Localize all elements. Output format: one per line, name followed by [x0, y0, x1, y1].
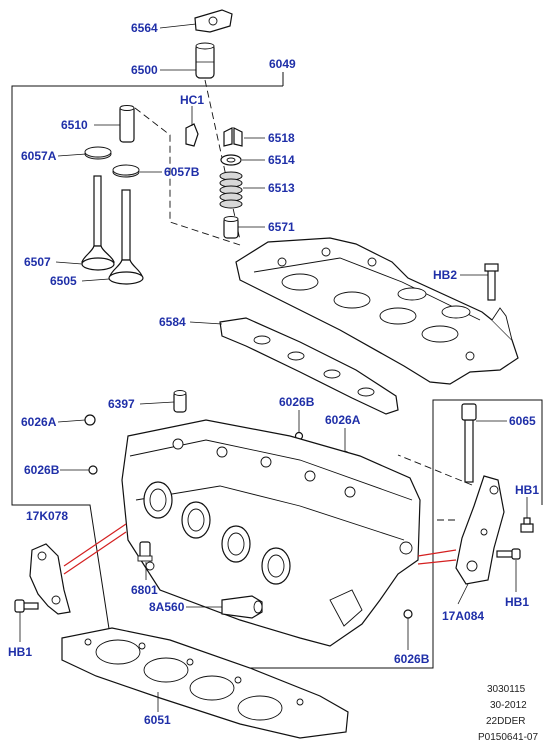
label-6397: 6397: [108, 397, 135, 411]
label-HC1: HC1: [180, 93, 204, 107]
label-6051: 6051: [144, 713, 171, 727]
label-6057B: 6057B: [164, 165, 200, 179]
valve-keepers-6518: [223, 127, 243, 147]
label-6564: 6564: [131, 21, 158, 35]
label-HB1-left: HB1: [8, 645, 32, 659]
label-6057A: 6057A: [21, 149, 57, 163]
label-6026B-bottom: 6026B: [394, 652, 430, 666]
head-gasket-6051: [61, 627, 349, 739]
label-8A560: 8A560: [149, 600, 185, 614]
callout-17K078-a: [63, 523, 127, 567]
label-HB1-right-top: HB1: [515, 483, 539, 497]
align-line-bolt: [397, 454, 473, 486]
label-6584: 6584: [159, 315, 186, 329]
label-6049: 6049: [269, 57, 296, 71]
intake-valve-6507: [81, 175, 115, 271]
label-6026A-left: 6026A: [21, 415, 57, 429]
lash-adjuster-6500: [195, 42, 215, 79]
exhaust-valve-6505: [108, 189, 144, 285]
label-17A084: 17A084: [442, 609, 484, 623]
callout-17K078-b: [63, 531, 127, 575]
clip-HC1: [185, 123, 199, 147]
label-HB2: HB2: [433, 268, 457, 282]
bolt-HB1-right-top: [520, 517, 534, 533]
bracket-17A084: [455, 475, 505, 585]
rocker-arm-6564: [194, 9, 233, 33]
sensor-6801: [137, 541, 153, 562]
plug-6026A-left: [84, 414, 96, 426]
label-17K078: 17K078: [26, 509, 68, 523]
valve-seal-6571: [223, 216, 239, 239]
label-6513: 6513: [268, 181, 295, 195]
label-HB1-right-bottom: HB1: [505, 595, 529, 609]
label-6026A-right: 6026A: [325, 413, 361, 427]
label-6507: 6507: [24, 255, 51, 269]
reference-line-4: P0150641-07: [478, 732, 538, 743]
bolt-HB1-left: [14, 599, 39, 613]
reference-line-2: 30-2012: [490, 700, 527, 711]
label-6518: 6518: [268, 131, 295, 145]
bolt-HB1-right-bottom: [496, 548, 521, 560]
reference-block: 3030115 30-2012 22DDER P0150641-07: [478, 684, 538, 743]
valve-stem-seal-6510: [119, 105, 135, 143]
gasket-6584: [219, 317, 399, 415]
plug-6026B-left: [88, 465, 98, 475]
plug-6397: [173, 390, 187, 413]
label-6510: 6510: [61, 118, 88, 132]
label-6505: 6505: [50, 274, 77, 288]
label-6026B-top: 6026B: [279, 395, 315, 409]
label-6065: 6065: [509, 414, 536, 428]
align-line-valve: [134, 107, 241, 246]
callout-17A084-a: [417, 549, 457, 557]
label-6801: 6801: [131, 583, 158, 597]
spring-retainer-6514: [220, 154, 242, 166]
valve-spring-6513: [219, 171, 243, 209]
head-bolt-6065: [461, 403, 477, 483]
reference-line-1: 3030115: [487, 684, 526, 695]
callout-17A084-b: [417, 559, 457, 565]
leader-lines: [19, 23, 528, 712]
label-6500: 6500: [131, 63, 158, 77]
bolt-HB2: [484, 263, 499, 301]
label-6514: 6514: [268, 153, 295, 167]
label-6571: 6571: [268, 220, 295, 234]
bracket-17K078: [29, 543, 71, 615]
cylinder-head: [121, 419, 421, 647]
reference-line-3: 22DDER: [486, 716, 525, 727]
label-6026B-left: 6026B: [24, 463, 60, 477]
camshaft-carrier: [235, 237, 519, 385]
sensor-8A560: [221, 595, 263, 619]
plug-6026B-bottom: [403, 609, 413, 619]
